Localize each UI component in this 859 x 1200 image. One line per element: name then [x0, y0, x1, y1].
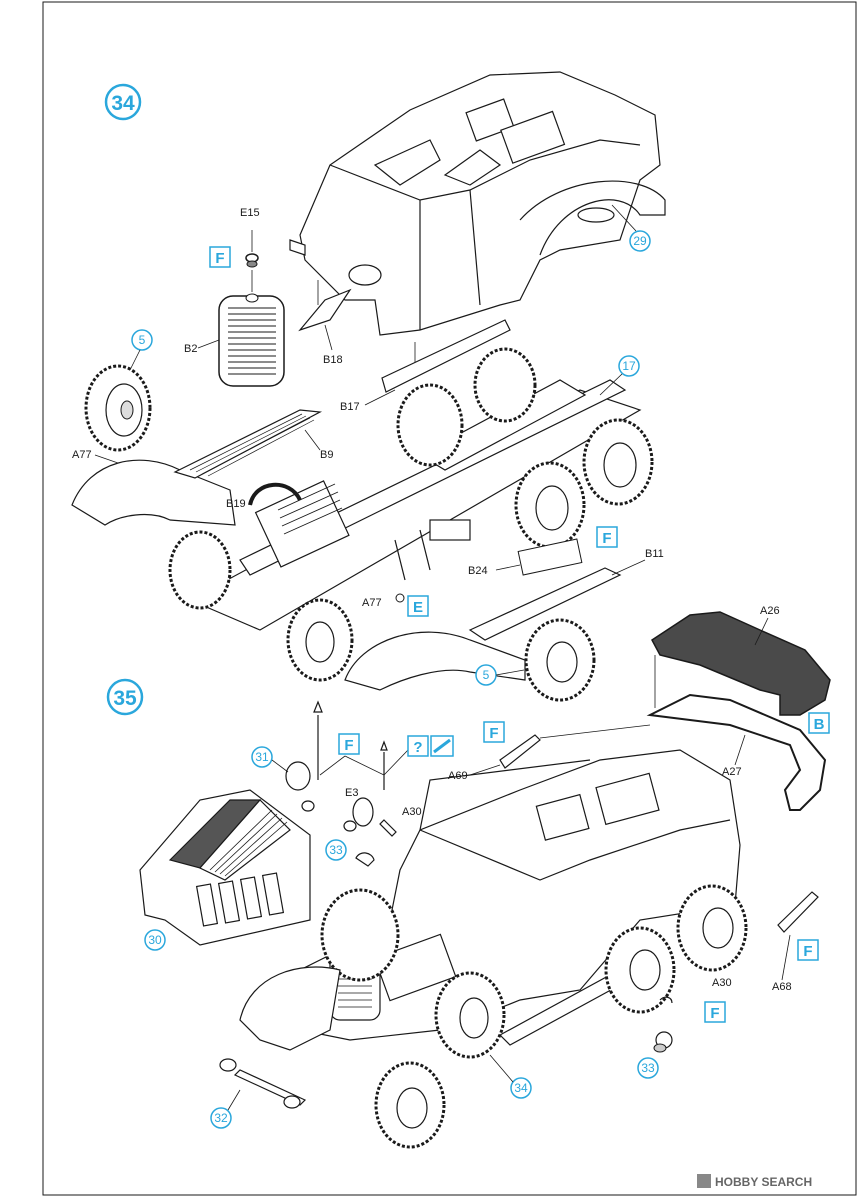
tag-f-1 — [209, 246, 231, 268]
part-b24-shape — [517, 538, 583, 576]
ref-33a-circle — [325, 839, 347, 861]
folded-top-a27 — [646, 693, 827, 811]
ref-33a: 33 — [329, 843, 343, 857]
step-34-badge — [104, 83, 142, 121]
part-a26: A26 — [760, 605, 780, 617]
cap-e15 — [245, 230, 259, 292]
panel-b18 — [298, 288, 352, 332]
chassis-frame — [188, 379, 642, 631]
tag-f-5 — [797, 939, 819, 961]
part-b9: B9 — [320, 449, 333, 461]
tag-f-4 — [338, 733, 360, 755]
ref-29-circle — [629, 230, 651, 252]
ref-31-circle — [251, 746, 273, 768]
tag-b — [808, 712, 830, 734]
tag-f-1-label: F — [215, 250, 224, 267]
tag-b-label: B — [814, 716, 825, 733]
tag-f-6-label: F — [710, 1005, 719, 1022]
ref-5a: 5 — [139, 333, 146, 347]
ref-33b-circle — [637, 1057, 659, 1079]
radiator-grille-b2 — [218, 293, 285, 387]
spare-wheel-right — [524, 618, 596, 702]
ref-34: 34 — [514, 1081, 528, 1095]
ref-32-circle — [210, 1107, 232, 1129]
step-35-group: 35 A26 A27 B A69 F — [106, 605, 831, 1149]
tag-f-2-label: F — [602, 530, 611, 547]
part-b24: B24 — [468, 565, 488, 577]
headlight-parts — [285, 700, 397, 867]
part-b18: B18 — [323, 354, 343, 366]
part-b11: B11 — [645, 548, 664, 560]
headlight-33 — [653, 1031, 673, 1053]
bracket-a69 — [499, 734, 541, 769]
ref-33b: 33 — [641, 1061, 655, 1075]
step-34-group: 34 29 — [71, 71, 666, 702]
part-b19: B19 — [226, 498, 246, 510]
ref-17: 17 — [622, 359, 636, 373]
tag-f-4-label: F — [344, 737, 353, 754]
watermark-logo-icon — [697, 1174, 711, 1188]
ref-29: 29 — [633, 234, 647, 248]
tag-question-label: ? — [413, 739, 422, 756]
ref-30: 30 — [148, 933, 162, 947]
watermark: HOBBY SEARCH — [697, 1174, 812, 1189]
bracket-a68 — [777, 891, 819, 933]
ref-17-circle — [618, 355, 640, 377]
strip-b17 — [381, 319, 511, 393]
ref-31: 31 — [255, 750, 269, 764]
front-fender — [239, 966, 341, 1051]
step-34-number: 34 — [111, 92, 135, 115]
ref-5a-circle — [131, 329, 153, 351]
part-b2: B2 — [184, 343, 197, 355]
chassis-wheels — [168, 347, 654, 682]
tag-f-2 — [596, 526, 618, 548]
front-bumper — [219, 1058, 307, 1109]
part-a30-2: A30 — [712, 977, 732, 989]
engine-hood — [139, 789, 311, 946]
tag-e-1-label: E — [413, 599, 423, 616]
part-a77-2: A77 — [362, 597, 382, 609]
part-a77-1: A77 — [72, 449, 92, 461]
part-a68: A68 — [772, 981, 792, 993]
page-border — [42, 1, 857, 1196]
watermark-text: HOBBY SEARCH — [715, 1175, 812, 1189]
part-e3: E3 — [345, 787, 358, 799]
tag-e-1 — [407, 595, 429, 617]
part-b17: B17 — [340, 401, 360, 413]
ref-32: 32 — [214, 1111, 228, 1125]
step-35-number: 35 — [113, 687, 137, 710]
part-a30-1: A30 — [402, 806, 422, 818]
fender-a77-right — [344, 631, 526, 691]
tag-f-6 — [704, 1001, 726, 1023]
ref-34-circle — [510, 1077, 532, 1099]
step-plate-b11 — [468, 567, 622, 641]
spare-wheel-left — [84, 364, 152, 452]
part-e15: E15 — [240, 207, 260, 219]
part-a27: A27 — [722, 766, 742, 778]
ref-5b: 5 — [483, 668, 490, 682]
car-body-shell — [289, 71, 666, 336]
car-wheels — [320, 884, 748, 1149]
step-35-badge — [106, 678, 144, 716]
top-cover-a26 — [651, 611, 831, 716]
tag-f-3 — [483, 721, 505, 743]
paint-brush-icon — [430, 735, 454, 757]
tag-f-3-label: F — [489, 725, 498, 742]
tag-question — [407, 735, 429, 757]
tag-f-5-label: F — [803, 943, 812, 960]
ref-30-circle — [144, 929, 166, 951]
